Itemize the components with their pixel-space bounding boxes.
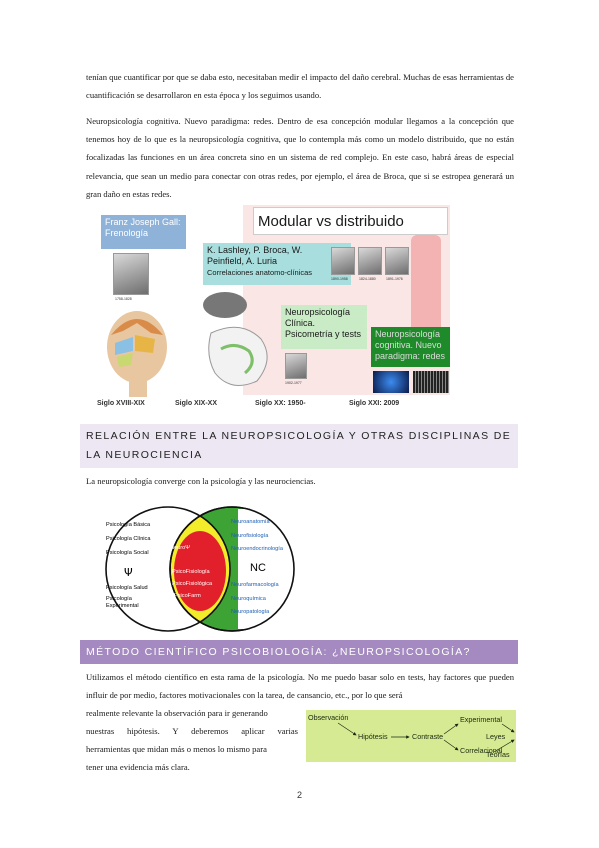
portrait-2-years: 1824-1880 bbox=[359, 277, 376, 281]
cognitive-line-3: paradigma: redes bbox=[375, 351, 446, 361]
scientific-method-diagram: Observación Hipótesis Contraste Experime… bbox=[306, 710, 516, 762]
network-image-2 bbox=[413, 371, 449, 393]
clinical-line-3: Psicometría y tests bbox=[285, 329, 362, 339]
page-number: 2 bbox=[296, 790, 302, 800]
venn-center-item: PsicoFisiológica bbox=[172, 581, 213, 587]
lashley-line-3: Correlaciones anatomo-clínicas bbox=[207, 268, 313, 277]
converge-paragraph: La neuropsicología converge con la psico… bbox=[86, 476, 316, 486]
clinical-line-2: Clínica. bbox=[285, 318, 316, 328]
box-lashley: K. Lashley, P. Broca, W. Peinfield, A. L… bbox=[203, 243, 351, 285]
cognitive-line-2: cognitiva. Nuevo bbox=[375, 340, 442, 350]
method-paragraph-line: nuestras hipótesis. Y deberemos aplicar … bbox=[86, 726, 298, 736]
venn-inner-lens bbox=[174, 531, 226, 611]
venn-left-item: Psicología bbox=[106, 596, 133, 602]
modular-vs-distributed-figure: Modular vs distribuido Franz Joseph Gall… bbox=[93, 205, 450, 413]
method-teorias: Teorías bbox=[486, 750, 510, 759]
network-paradigm-paragraph: Neuropsicología cognitiva. Nuevo paradig… bbox=[86, 116, 514, 199]
era-label-3: Siglo XX: 1950- bbox=[255, 400, 306, 407]
portrait-3-years: 1891-1976 bbox=[386, 277, 403, 281]
method-correlacional: Correlacional bbox=[460, 746, 503, 755]
method-observacion: Observación bbox=[308, 713, 349, 722]
venn-left-item: Psicología Básica bbox=[106, 522, 151, 528]
portrait-4-years: 1902-1977 bbox=[285, 381, 302, 385]
venn-left-item: Psicología Salud bbox=[106, 585, 148, 591]
gall-portrait bbox=[113, 253, 149, 295]
method-experimental: Experimental bbox=[460, 715, 502, 724]
venn-left-outline bbox=[105, 506, 231, 632]
lashley-line-2: Peinfield, A. Luria bbox=[207, 256, 278, 266]
venn-left-symbol: Ψ bbox=[124, 566, 133, 579]
method-hipotesis: Hipótesis bbox=[358, 732, 388, 741]
method-arrows bbox=[337, 722, 515, 753]
intro-paragraph: tenían que cuantificar por que se daba e… bbox=[86, 72, 514, 101]
venn-center-item: NeuroΨ bbox=[170, 545, 190, 551]
cognitive-line-1: Neuropsicología bbox=[375, 329, 441, 339]
portrait-1-years: 1890-1958 bbox=[331, 277, 348, 281]
method-paragraph-top: Utilizamos el método científico en esta … bbox=[86, 672, 514, 701]
portrait-2 bbox=[358, 247, 382, 275]
era-label-4: Siglo XXI: 2009 bbox=[349, 400, 400, 407]
network-image-1 bbox=[373, 371, 409, 393]
lashley-line-1: K. Lashley, P. Broca, W. bbox=[207, 245, 303, 255]
method-leyes: Leyes bbox=[486, 732, 506, 741]
venn-right-item: Neuroanatomía bbox=[231, 519, 270, 525]
method-paragraph-line: herramientas que midan más o menos lo mi… bbox=[86, 744, 267, 754]
figure-title: Modular vs distribuido bbox=[253, 207, 448, 235]
venn-left-item: Psicología Clínica bbox=[106, 536, 151, 542]
psychology-neuroscience-venn: Psicología Básica Psicología Clínica Psi… bbox=[105, 506, 300, 632]
box-cognitive: Neuropsicología cognitiva. Nuevo paradig… bbox=[371, 327, 450, 367]
venn-center-item: PsicoFisiología bbox=[172, 569, 211, 575]
phrenology-head-illustration bbox=[107, 311, 167, 397]
venn-right-symbol: NC bbox=[250, 562, 266, 574]
box-gall: Franz Joseph Gall: Frenología bbox=[101, 215, 186, 249]
method-paragraph-line: realmente relevante la observación para … bbox=[86, 708, 268, 718]
portrait-1 bbox=[331, 247, 355, 275]
venn-right-item: Neurofarmacología bbox=[231, 582, 279, 588]
heading-relation: RELACIÓN ENTRE LA NEUROPSICOLOGÍA Y OTRA… bbox=[80, 424, 518, 468]
venn-right-item: Neuroendocrinología bbox=[231, 546, 284, 552]
venn-left-item: Psicología Social bbox=[106, 550, 149, 556]
venn-right-item: Neuropatología bbox=[231, 609, 270, 615]
era-label-1: Siglo XVIII-XIX bbox=[97, 400, 145, 407]
venn-left-item: Experimental bbox=[106, 603, 139, 609]
clinical-line-1: Neuropsicología bbox=[285, 307, 351, 317]
box-clinical: Neuropsicología Clínica. Psicometría y t… bbox=[281, 305, 367, 349]
method-paragraph-line: tener una evidencia más clara. bbox=[86, 762, 190, 772]
portrait-3 bbox=[385, 247, 409, 275]
method-contraste: Contraste bbox=[412, 732, 444, 741]
venn-center-item: PsicoFarm bbox=[174, 593, 201, 599]
gall-years: 1758-1828 bbox=[115, 297, 132, 301]
venn-right-item: Neurofisiología bbox=[231, 533, 269, 539]
portrait-4 bbox=[285, 353, 307, 379]
heading-method: MÉTODO CIENTÍFICO PSICOBIOLOGÍA: ¿NEUROP… bbox=[80, 640, 518, 664]
era-label-2: Siglo XIX-XX bbox=[175, 400, 218, 407]
brain-illustrations bbox=[203, 292, 268, 386]
venn-right-item: Neuroquímica bbox=[231, 596, 267, 602]
